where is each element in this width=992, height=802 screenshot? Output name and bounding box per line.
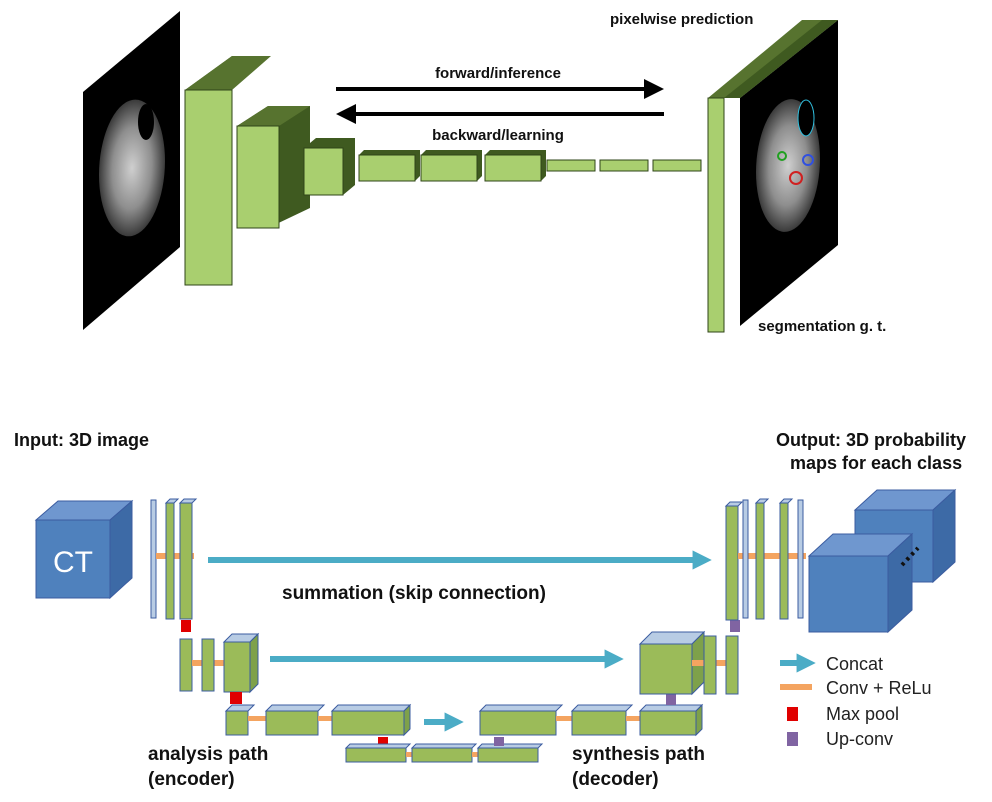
legend-concat-label: Concat xyxy=(826,654,883,674)
dec-level-2 xyxy=(638,620,740,696)
fcn-block-3 xyxy=(303,138,355,196)
dec-level-1 xyxy=(724,498,806,621)
fcn-block-4 xyxy=(358,150,420,182)
bottleneck xyxy=(344,737,544,763)
fcn-block-6 xyxy=(484,150,546,182)
skip-label: summation (skip connection) xyxy=(282,583,546,604)
ct-label: CT xyxy=(53,546,93,579)
legend-maxpool-icon xyxy=(787,707,798,721)
input-label: Input: 3D image xyxy=(14,430,149,450)
legend-maxpool-label: Max pool xyxy=(826,704,899,724)
prediction-slab xyxy=(707,20,838,333)
prediction-label: pixelwise prediction xyxy=(610,11,753,28)
backward-label: backward/learning xyxy=(432,127,564,144)
groundtruth-label: segmentation g. t. xyxy=(758,318,886,335)
synthesis-label-line2: (decoder) xyxy=(572,769,659,790)
forward-label: forward/inference xyxy=(435,65,561,82)
legend: Concat Conv + ReLu Max pool Up-conv xyxy=(780,653,932,749)
fcn-block-5 xyxy=(420,150,482,182)
analysis-label-line1: analysis path xyxy=(148,744,268,765)
enc-level-1 xyxy=(150,498,198,632)
output-cube-front xyxy=(807,532,914,634)
analysis-label-line2: (encoder) xyxy=(148,769,235,790)
unet-diagram: Input: 3D image Output: 3D probability m… xyxy=(14,430,966,790)
fcn-block-1 xyxy=(184,56,271,286)
ground-truth-slice xyxy=(740,20,838,326)
output-label-line1: Output: 3D probability xyxy=(776,430,966,450)
fcn-block-2 xyxy=(236,106,310,229)
legend-upconv-icon xyxy=(787,732,798,746)
input-ct-slice xyxy=(83,11,180,330)
dec-level-3 xyxy=(478,694,704,737)
fcn-diagram: forward/inference backward/learning pixe… xyxy=(83,11,886,335)
output-label-line2: maps for each class xyxy=(790,453,962,473)
synthesis-label-line1: synthesis path xyxy=(572,744,705,765)
legend-conv-icon xyxy=(780,684,812,690)
enc-level-2 xyxy=(179,632,260,704)
fcn-block-9 xyxy=(652,159,702,172)
fcn-block-7 xyxy=(546,159,596,172)
enc-level-3 xyxy=(224,703,412,746)
legend-conv-label: Conv + ReLu xyxy=(826,678,932,698)
fcn-block-8 xyxy=(599,159,649,172)
ct-cube: CT xyxy=(34,499,134,600)
legend-upconv-label: Up-conv xyxy=(826,729,893,749)
